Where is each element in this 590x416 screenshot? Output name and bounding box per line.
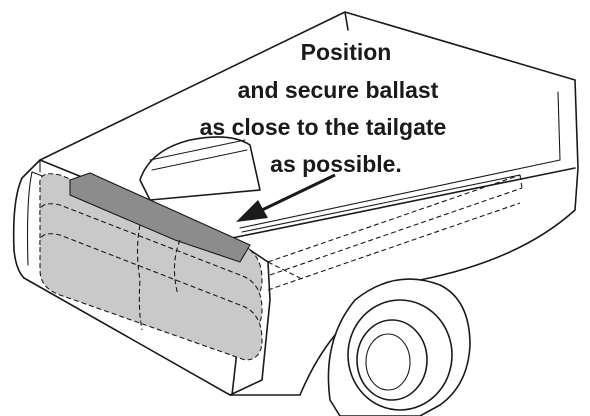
- instruction-line-3: as close to the tailgate: [200, 114, 447, 140]
- wheel-hump: [139, 136, 261, 201]
- instruction-line-2: and secure ballast: [238, 77, 439, 103]
- ballast-bags: [39, 172, 263, 361]
- instruction-line-4: as possible.: [270, 151, 402, 177]
- hidden-outline-lines: [267, 174, 523, 291]
- rear-wheel: [327, 278, 471, 416]
- arrow-toward-tailgate-icon: [236, 173, 336, 222]
- instruction-line-1: Position: [301, 39, 392, 65]
- instruction-text: Position and secure ballast as close to …: [200, 39, 447, 177]
